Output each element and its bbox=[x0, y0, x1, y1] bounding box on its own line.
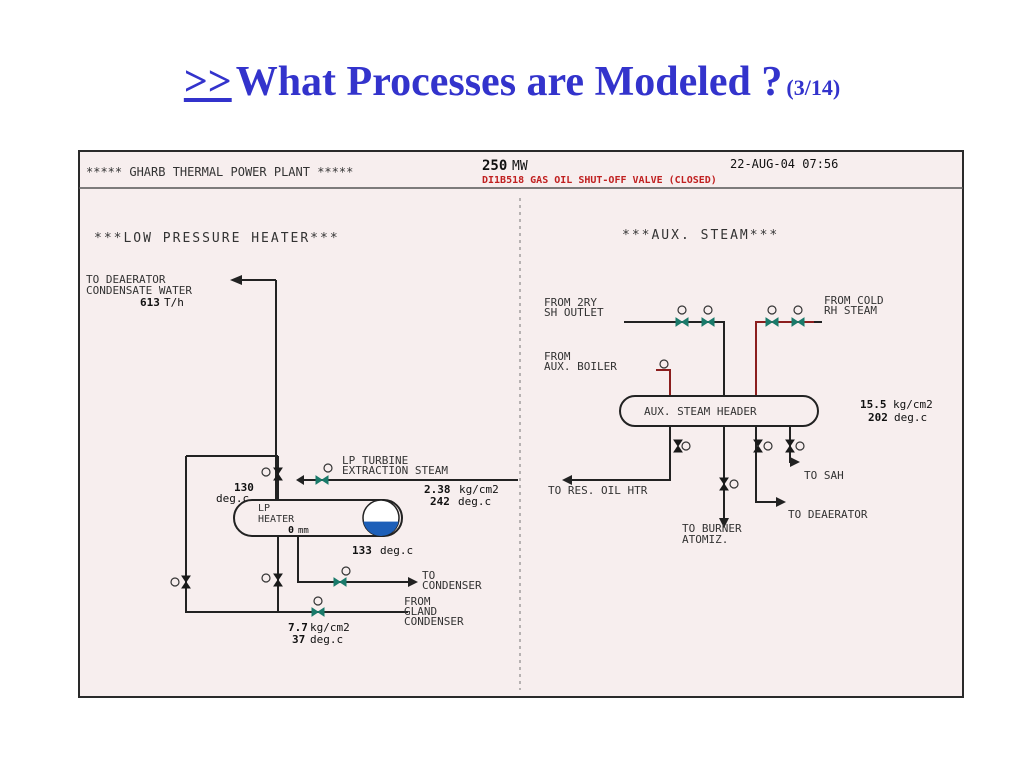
gland-temp-unit: deg.c bbox=[310, 633, 343, 646]
title-text: What Processes are Modeled ? bbox=[235, 59, 783, 105]
heater-label-lp: LP bbox=[258, 503, 270, 514]
title-page-count: (3/14) bbox=[786, 75, 841, 100]
label-sh-outlet: SH OUTLET bbox=[544, 306, 604, 319]
arrow-to-sah bbox=[790, 457, 800, 467]
gland-temp-value: 37 bbox=[292, 633, 305, 646]
arrow-to-condenser bbox=[408, 577, 418, 587]
alarm-message: DI1B518 GAS OIL SHUT-OFF VALVE (CLOSED) bbox=[482, 175, 717, 186]
heater-level-fill bbox=[363, 521, 399, 536]
heater-level-unit: mm bbox=[298, 526, 309, 536]
lp-heater-shell bbox=[233, 499, 403, 537]
aux-header-label: AUX. STEAM HEADER bbox=[644, 405, 757, 418]
shell-temp-value: 133 bbox=[352, 544, 372, 557]
title-nav-link[interactable]: >> bbox=[183, 59, 232, 105]
label-lp-turbine: LP TURBINE bbox=[342, 454, 408, 467]
screen-frame bbox=[78, 150, 964, 698]
power-unit: MW bbox=[512, 159, 528, 174]
label-to-burner: TO BURNER bbox=[682, 522, 742, 535]
header-pressure-value: 15.5 bbox=[860, 398, 887, 411]
label-to-deaerator: TO DEAERATOR bbox=[86, 273, 166, 286]
heater-level-value: 0 bbox=[288, 525, 294, 536]
label-from: FROM bbox=[404, 595, 431, 608]
lp-section-title: ***LOW PRESSURE HEATER*** bbox=[94, 231, 340, 246]
gland-pressure-value: 7.7 bbox=[288, 621, 308, 634]
condensate-flow-value: 613 bbox=[140, 296, 160, 309]
header-pressure-unit: kg/cm2 bbox=[893, 398, 933, 411]
plant-screen: ***** GHARB THERMAL POWER PLANT ***** 25… bbox=[78, 150, 964, 698]
inlet-temp-unit: deg.c bbox=[216, 492, 249, 505]
label-to-res-oil: TO RES. OIL HTR bbox=[548, 484, 648, 497]
label-atomiz: ATOMIZ. bbox=[682, 533, 728, 546]
label-extraction-steam: EXTRACTION STEAM bbox=[342, 464, 448, 477]
label-to-sah: TO SAH bbox=[804, 469, 844, 482]
label-aux-boiler: AUX. BOILER bbox=[544, 360, 617, 373]
header-temp-value: 202 bbox=[868, 411, 888, 424]
shell-temp-unit: deg.c bbox=[380, 544, 413, 557]
plant-name: ***** GHARB THERMAL POWER PLANT ***** bbox=[86, 165, 353, 179]
extraction-temp-value: 242 bbox=[430, 495, 450, 508]
label-condenser: CONDENSER bbox=[422, 579, 482, 592]
extraction-pressure-value: 2.38 bbox=[424, 483, 451, 496]
label-from-2ry: FROM 2RY bbox=[544, 296, 597, 309]
label-to: TO bbox=[422, 569, 435, 582]
label-rh-steam: RH STEAM bbox=[824, 304, 877, 317]
process-diagram: ***** GHARB THERMAL POWER PLANT ***** 25… bbox=[78, 150, 964, 698]
label-from-cold: FROM COLD bbox=[824, 294, 884, 307]
arrow-to-burner bbox=[719, 518, 729, 528]
label-gland: GLAND bbox=[404, 605, 437, 618]
arrow-extraction-in bbox=[296, 475, 304, 485]
slide-title: >> What Processes are Modeled ? (3/14) bbox=[0, 58, 1024, 106]
gland-pressure-unit: kg/cm2 bbox=[310, 621, 350, 634]
arrow-to-deaerator-aux bbox=[776, 497, 786, 507]
condensate-flow-unit: T/h bbox=[164, 296, 184, 309]
arrow-to-res-oil bbox=[562, 475, 572, 485]
extraction-pressure-unit: kg/cm2 bbox=[459, 483, 499, 496]
header-datetime: 22-AUG-04 07:56 bbox=[730, 157, 838, 171]
power-value: 250 bbox=[482, 158, 507, 174]
aux-section-title: ***AUX. STEAM*** bbox=[622, 228, 779, 243]
extraction-temp-unit: deg.c bbox=[458, 495, 491, 508]
aux-steam-header bbox=[619, 395, 819, 427]
inlet-temp-value: 130 bbox=[234, 481, 254, 494]
label-condensate-water: CONDENSATE WATER bbox=[86, 284, 192, 297]
label-to-deaerator-aux: TO DEAERATOR bbox=[788, 508, 868, 521]
heater-label-heater: HEATER bbox=[258, 514, 295, 525]
label-gland-condenser: CONDENSER bbox=[404, 615, 464, 628]
label-from-aux: FROM bbox=[544, 350, 571, 363]
arrow-to-deaerator bbox=[230, 275, 242, 285]
header-temp-unit: deg.c bbox=[894, 411, 927, 424]
